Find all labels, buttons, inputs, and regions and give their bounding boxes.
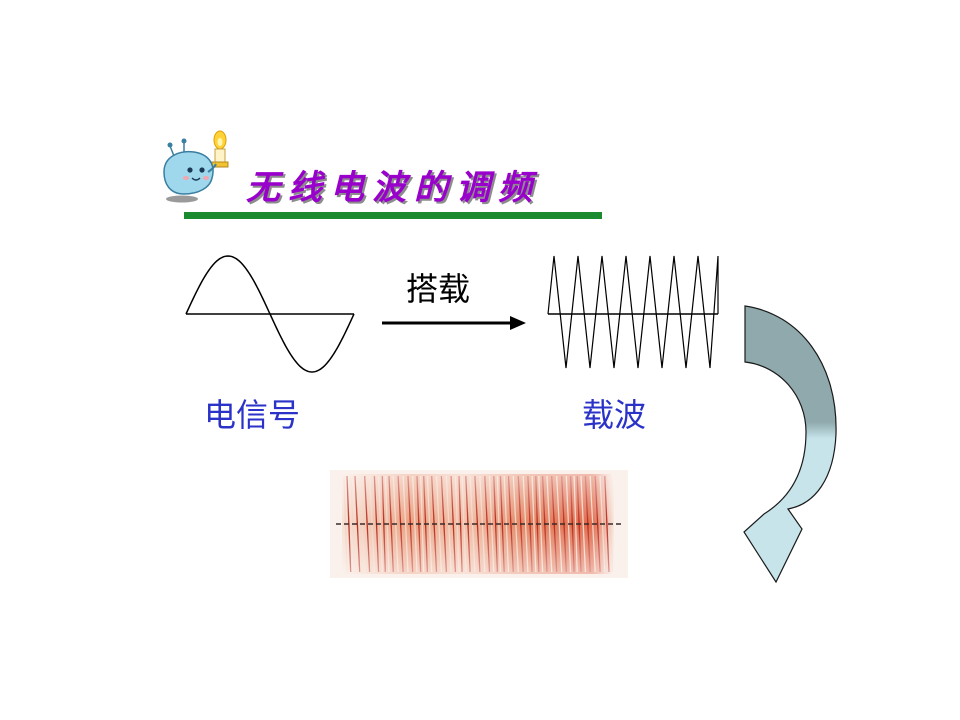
- slide-title: 无线电波的调频: [246, 168, 540, 208]
- signal-label: 电信号: [204, 396, 301, 434]
- carry-label: 搭载: [406, 270, 471, 308]
- fm-modulated-wave-image: [330, 470, 628, 578]
- carrier-label: 载波: [582, 396, 647, 434]
- curved-down-arrow-icon: [743, 305, 837, 584]
- title-underline: [184, 212, 602, 219]
- mascot-icon: [163, 130, 229, 203]
- signal-sine-wave: [185, 255, 355, 373]
- carrier-zigzag-wave: [547, 255, 719, 369]
- carry-arrow: [382, 316, 526, 330]
